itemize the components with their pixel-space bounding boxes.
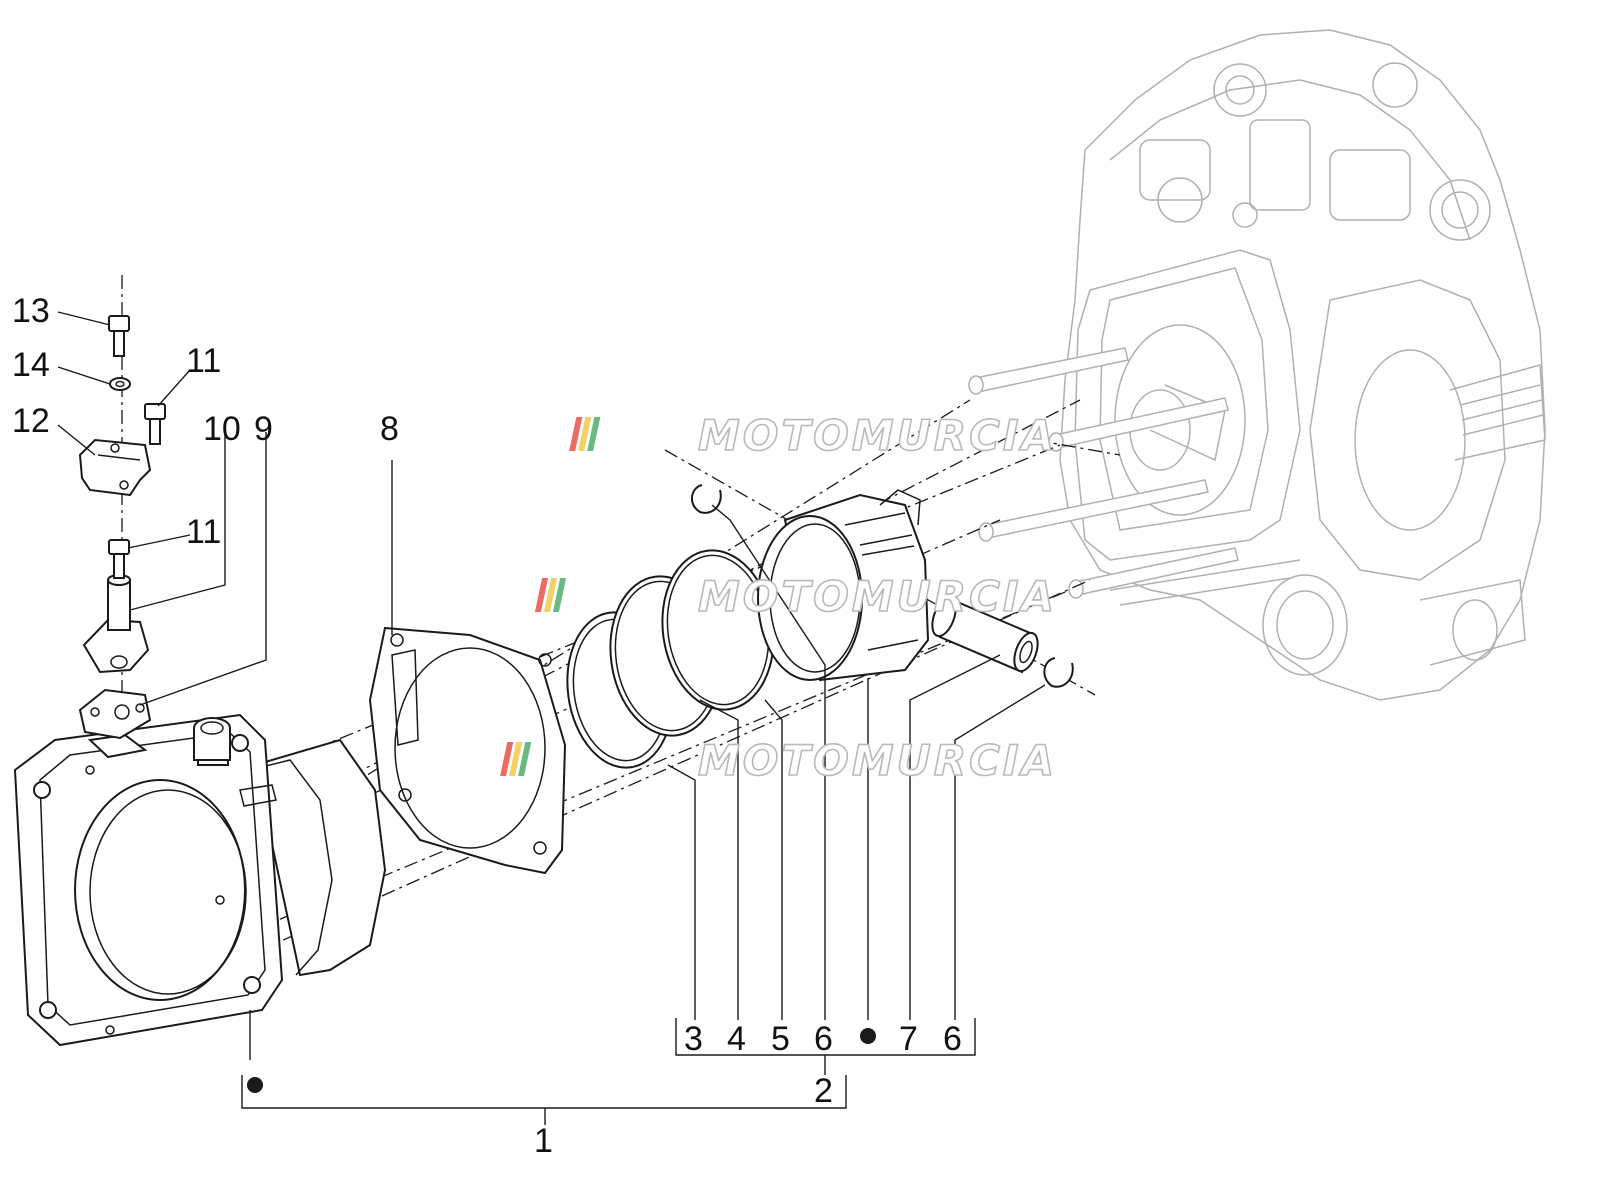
cylinder [13, 713, 387, 1060]
watermark-top: MOTOMURCIA [569, 410, 1057, 461]
watermark-bottom: MOTOMURCIA [500, 735, 1057, 786]
callout-14: 14 [12, 346, 50, 384]
watermark-stripe [569, 417, 583, 451]
assembly-marker-dot [860, 1028, 876, 1044]
callout-7: 7 [899, 1020, 918, 1058]
callout-8: 8 [380, 410, 399, 448]
tensioner-gasket [78, 688, 152, 740]
callout-labels: 13 14 11 12 10 9 8 11 3 4 5 6 7 6 2 1 [12, 292, 962, 1160]
watermark-text: MOTOMURCIA [698, 572, 1057, 621]
watermark-stripe [534, 578, 549, 612]
group-brackets [241, 1018, 976, 1125]
cylinder-base-gasket [368, 460, 567, 875]
watermark-stripe [587, 417, 601, 451]
top-bolt [108, 315, 130, 357]
watermark-middle: MOTOMURCIA [534, 571, 1057, 622]
callout-2: 2 [814, 1072, 833, 1110]
callout-3: 3 [684, 1020, 703, 1058]
watermark-stripe [543, 578, 558, 612]
cylinder-studs [968, 347, 1239, 599]
callout-10: 10 [203, 410, 241, 448]
circlip-right [1043, 657, 1074, 688]
watermark-stripe [552, 578, 567, 612]
piston-pin [931, 596, 1039, 674]
guide-bracket [78, 438, 152, 497]
piston [757, 489, 930, 682]
callout-4: 4 [727, 1020, 746, 1058]
callout-6-right: 6 [943, 1020, 962, 1058]
watermark-stripe [518, 742, 532, 776]
callout-6-left: 6 [814, 1020, 833, 1058]
watermark-stripe [578, 417, 592, 451]
washer [109, 377, 131, 391]
watermark-text: MOTOMURCIA [698, 736, 1057, 785]
watermark-stripe [509, 742, 523, 776]
callout-1: 1 [534, 1122, 553, 1160]
callout-12: 12 [12, 402, 50, 440]
chain-tensioner [82, 574, 150, 674]
callout-11-lower: 11 [186, 513, 221, 551]
assembly-marker-dot [247, 1077, 263, 1093]
callout-13: 13 [12, 292, 50, 330]
crankcase-illustration [968, 29, 1546, 701]
tensioner-bolt-lower [108, 539, 130, 579]
leader-lines [57, 311, 1046, 1020]
watermark-text: MOTOMURCIA [698, 411, 1057, 460]
bracket-bolt [144, 403, 166, 445]
watermark-stripe [500, 742, 514, 776]
callout-11-upper: 11 [186, 342, 221, 380]
callout-9: 9 [254, 410, 273, 448]
callout-5: 5 [771, 1020, 790, 1058]
